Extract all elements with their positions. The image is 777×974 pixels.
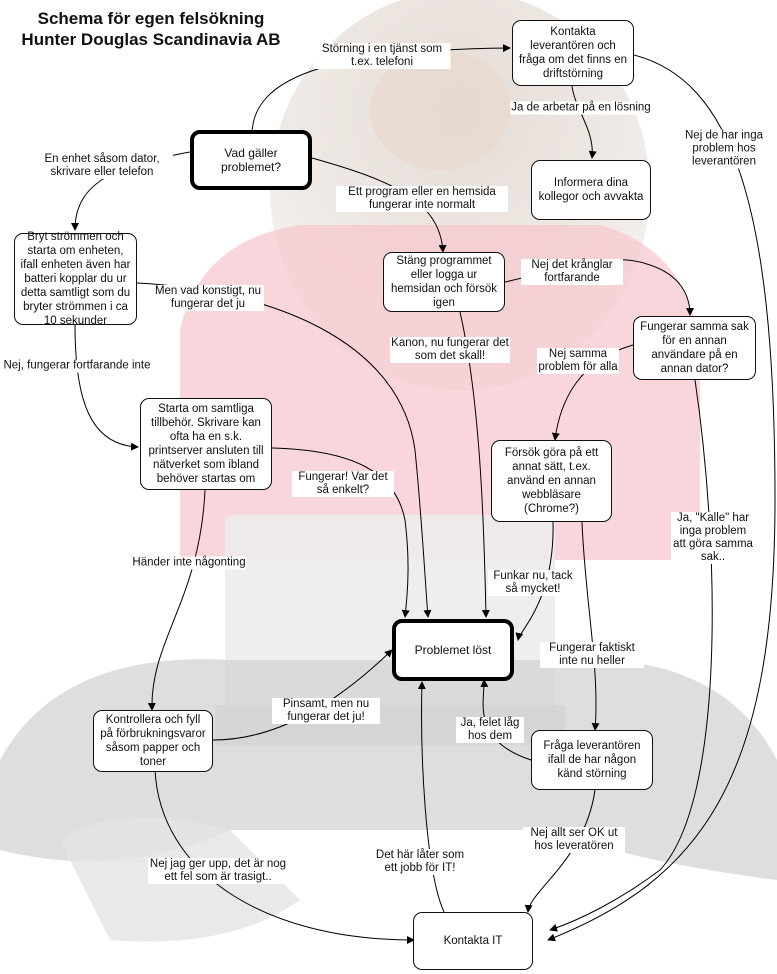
node-stang-programmet[interactable]: Stäng programmet eller logga ur hemsidan… (383, 252, 505, 312)
label-hander-inte: Händer inte någonting (131, 556, 247, 570)
label-ja-kalle: Ja, "Kalle" har inga problem att göra sa… (671, 512, 755, 564)
label-en-enhet: En enhet såsom dator, skrivare eller tel… (31, 153, 173, 179)
node-starta-om-tillbehor[interactable]: Starta om samtliga tillbehör. Skrivare k… (140, 398, 272, 490)
label-storning: Störning i en tjänst som t.ex. telefoni (313, 43, 451, 69)
label-nej-jag-ger: Nej jag ger upp, det är nog ett fel som … (148, 858, 288, 884)
edge-ja-de-arbetar (571, 85, 597, 159)
edge-fungerar-enkelt (271, 447, 410, 618)
edge-hander-inte (147, 489, 206, 711)
title-line-2: Hunter Douglas Scandinavia AB (21, 30, 281, 49)
label-ja-de-arbetar: Ja de arbetar på en lösning (510, 101, 652, 115)
diagram-title: Schema för egen felsökning Hunter Dougla… (6, 8, 296, 50)
label-nej-allt: Nej allt ser OK ut hos leveratören (523, 827, 625, 853)
edge-nej-fortfarande (74, 324, 139, 451)
edge-nej-jag-ger (154, 769, 415, 944)
node-fungerar-samma-sak[interactable]: Fungerar samma sak för en annan användar… (633, 316, 756, 380)
node-kontakta-it[interactable]: Kontakta IT (413, 912, 533, 970)
edge-nej-allt (524, 789, 596, 913)
title-line-1: Schema för egen felsökning (37, 9, 265, 28)
node-vad-galler-problemet[interactable]: Vad gäller problemet? (190, 130, 312, 190)
label-men-vad: Men vad konstigt, nu fungerar det ju (152, 285, 264, 311)
label-funkar-nu: Funkar nu, tack så mycket! (488, 570, 578, 596)
node-fraga-leverantoren[interactable]: Fråga leverantören ifall de har någon kä… (531, 730, 653, 790)
label-ja-felet: Ja, felet låg hos dem (456, 717, 524, 743)
edge-funkar-nu (515, 521, 554, 641)
node-forsok-annat-satt[interactable]: Försök göra på ett annat sätt, t.ex. anv… (491, 440, 612, 522)
node-kontrollera-forbrukning[interactable]: Kontrollera och fyll på förbrukningsvaro… (93, 710, 213, 772)
edge-fungerar-faktiskt (581, 521, 600, 731)
node-kontakta-leverantoren[interactable]: Kontakta leverantören och fråga om det f… (512, 20, 634, 86)
node-informera-kollegor[interactable]: Informera dina kollegor och avvakta (531, 160, 651, 220)
node-problemet-lost[interactable]: Problemet löst (392, 619, 514, 681)
label-fungerar-enkelt: Fungerar! Var det så enkelt? (292, 471, 394, 497)
label-kanon: Kanon, nu fungerar det som det skall! (390, 337, 510, 363)
label-nej-det-krangla: Nej det krånglar fortfarande (521, 259, 623, 285)
label-pinsamt: Pinsamt, men nu fungerar det ju! (272, 698, 380, 724)
edge-pinsamt (212, 649, 393, 741)
label-ett-program: Ett program eller en hemsida fungerar in… (336, 186, 508, 212)
label-nej-fortfarande: Nej, fungerar fortfarande inte (2, 359, 152, 373)
node-bryt-strommen[interactable]: Bryt strömmen och starta om enheten, ifa… (14, 231, 137, 327)
label-nej-samma: Nej samma problem för alla (537, 348, 619, 374)
edge-det-har (417, 681, 445, 913)
label-fungerar-faktiskt: Fungerar faktiskt inte nu heller (540, 642, 644, 668)
edge-nej-de-har (547, 54, 776, 942)
label-nej-de-har: Nej de har inga problem hos leverantören (671, 129, 777, 169)
label-det-har: Det här låter som ett jobb för IT! (369, 849, 471, 875)
